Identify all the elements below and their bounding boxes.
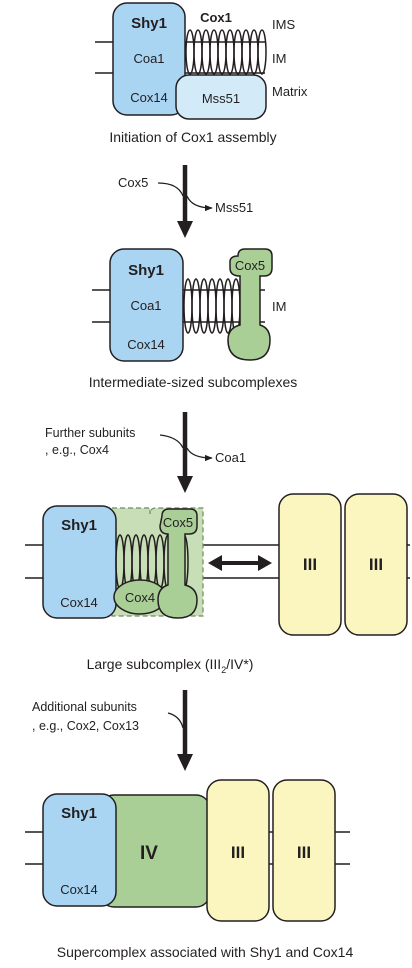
cox5-label: Cox5 (163, 515, 193, 530)
stage-large-subcomplex: Shy1 Cox14 Cox5 Cox4 III III Large subco… (25, 493, 410, 675)
cox14-label: Cox14 (127, 337, 165, 352)
shy1-label: Shy1 (131, 15, 167, 32)
stage-initiation: Shy1 Coa1 Cox14 Cox1 Mss51 IMS IM Matrix… (95, 2, 308, 145)
complex-iii-b (344, 493, 408, 636)
stage3-caption: Large subcomplex (III2/IV*) (87, 656, 254, 675)
shy1-label: Shy1 (61, 517, 97, 534)
further-subunits-label: Further subunits (45, 426, 135, 440)
coa1-label: Coa1 (130, 298, 161, 313)
matrix-label: Matrix (272, 84, 308, 99)
complex-iii-a-label: III (303, 555, 317, 574)
additional-subunits-label: Additional subunits (32, 700, 137, 714)
complex-iii-b-label: III (369, 555, 383, 574)
exit-curve (186, 447, 213, 462)
main-arrow-head (177, 476, 193, 493)
shy1-label: Shy1 (61, 805, 97, 822)
shy1-label: Shy1 (128, 262, 164, 279)
mss51-box (175, 74, 267, 120)
main-arrow-head (177, 221, 193, 238)
enter-curve (157, 182, 184, 197)
cox2-cox13-example-label: , e.g., Cox2, Cox13 (32, 719, 139, 733)
cox5-enter-label: Cox5 (118, 175, 148, 190)
mss51-label: Mss51 (202, 91, 240, 106)
complex-iii-a-label: III (231, 843, 245, 862)
cox1-label: Cox1 (200, 10, 232, 25)
cox14-label: Cox14 (130, 90, 168, 105)
step-arrow-1: Cox5 Mss51 (118, 165, 253, 238)
im-label: IM (272, 299, 286, 314)
complex-iii-a (278, 493, 342, 636)
cox5-label: Cox5 (235, 258, 265, 273)
stage2-caption: Intermediate-sized subcomplexes (89, 374, 298, 390)
cox14-label: Cox14 (60, 882, 98, 897)
cox5-shape (157, 508, 198, 619)
cox14-label: Cox14 (60, 595, 98, 610)
complex-iv-label: IV (140, 843, 158, 864)
exit-curve (186, 195, 213, 212)
stage-intermediate: Shy1 Coa1 Cox14 Cox5 IM Intermediate-siz… (89, 248, 298, 390)
stage-supercomplex: Shy1 Cox14 IV III III Supercomplex assoc… (25, 779, 354, 960)
step-arrow-3: Additional subunits , e.g., Cox2, Cox13 (32, 690, 193, 771)
cox4-example-label: , e.g., Cox4 (45, 443, 109, 457)
enter-curve (167, 712, 184, 729)
stage4-caption: Supercomplex associated with Shy1 and Co… (57, 944, 354, 960)
coa1-exit-label: Coa1 (215, 450, 246, 465)
enter-curve (159, 434, 184, 449)
shy1-box (112, 2, 186, 116)
complex-iii-b-label: III (297, 843, 311, 862)
coa1-label: Coa1 (133, 51, 164, 66)
shy1-box (109, 248, 184, 362)
cox4-label: Cox4 (125, 590, 155, 605)
complex-iii-b (272, 779, 336, 922)
mss51-exit-label: Mss51 (215, 200, 253, 215)
double-arrow (208, 555, 272, 571)
complex-iii-a (206, 779, 270, 922)
cox5-shape (227, 248, 273, 361)
cox1-helices (185, 29, 267, 75)
stage1-caption: Initiation of Cox1 assembly (109, 129, 276, 145)
step-arrow-2: Further subunits , e.g., Cox4 Coa1 (45, 412, 246, 493)
main-arrow-head (177, 754, 193, 771)
ims-label: IMS (272, 17, 295, 32)
shy1-box (42, 793, 117, 907)
im-label: IM (272, 51, 286, 66)
